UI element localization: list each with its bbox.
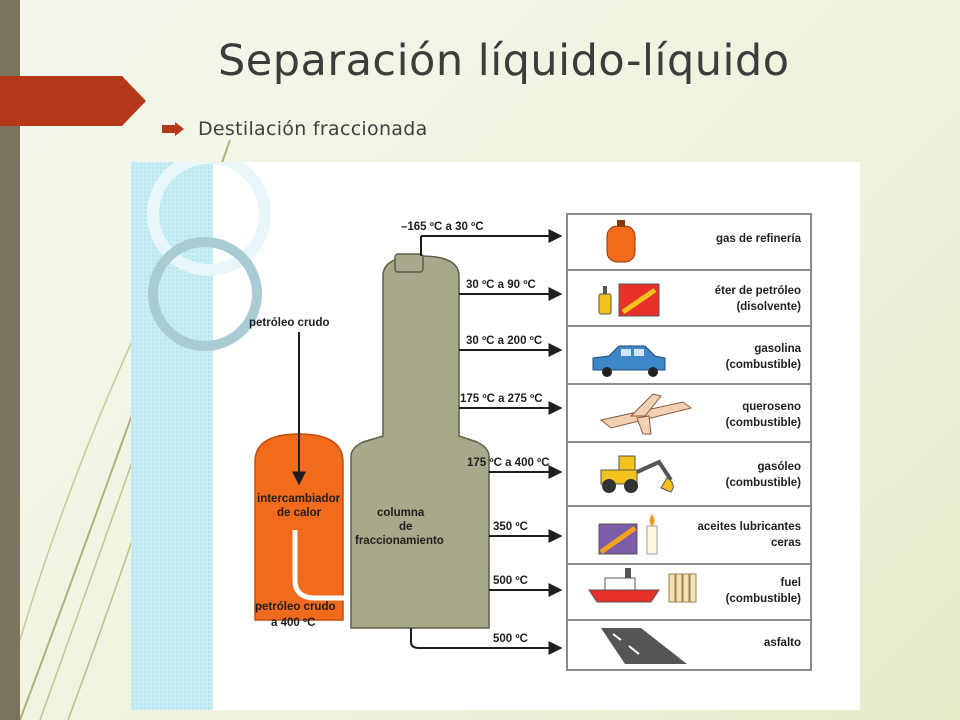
bullet-item: Destilación fraccionada bbox=[162, 118, 428, 140]
hot-flow-arrow bbox=[292, 530, 372, 611]
product-name: asfalto bbox=[764, 637, 801, 649]
accent-arrow-shape bbox=[0, 76, 146, 126]
distillation-diagram: petróleo crudo intercambiador de calor p… bbox=[131, 162, 860, 710]
gas-cylinder-icon bbox=[606, 220, 636, 263]
car-icon bbox=[592, 345, 666, 377]
ship-heater-icon bbox=[588, 568, 697, 603]
column-top-cap bbox=[394, 253, 424, 273]
product-name: éter de petróleo bbox=[715, 285, 801, 297]
product-note: (combustible) bbox=[726, 359, 802, 371]
column-label-line2: de bbox=[399, 521, 412, 533]
product-name: gasóleo bbox=[758, 461, 801, 473]
fraction-arrow-bottom bbox=[410, 628, 563, 655]
product-name: aceites lubricantes bbox=[697, 521, 801, 533]
arrow-bullet-icon bbox=[162, 122, 184, 136]
fractionating-column bbox=[350, 255, 490, 629]
lubricant-candle-icon bbox=[598, 514, 658, 555]
fraction-temp: 175 ºC a 275 ºC bbox=[460, 393, 543, 405]
exchanger-label-line2: de calor bbox=[277, 507, 322, 519]
fraction-temp: 175 ºC a 400 ºC bbox=[467, 457, 550, 469]
fraction-temp: 30 ºC a 200 ºC bbox=[466, 335, 542, 347]
product-name: fuel bbox=[781, 577, 801, 589]
exchanger-label-line1: intercambiador bbox=[257, 493, 341, 505]
decorative-ring bbox=[148, 237, 262, 351]
column-label-line1: columna bbox=[377, 507, 425, 519]
product-name: gas de refinería bbox=[716, 233, 802, 245]
fraction-temp: 30 ºC a 90 ºC bbox=[466, 279, 536, 291]
bullet-text: Destilación fraccionada bbox=[198, 118, 428, 140]
asphalt-road-icon bbox=[601, 628, 687, 664]
hot-crude-label-line2: a 400 ºC bbox=[271, 617, 315, 629]
airplane-icon bbox=[599, 393, 693, 435]
heat-exchanger-tank bbox=[254, 433, 344, 621]
decorative-ring bbox=[147, 162, 271, 276]
products-table bbox=[566, 213, 812, 671]
product-note: ceras bbox=[771, 537, 801, 549]
crude-oil-label: petróleo crudo bbox=[249, 317, 330, 329]
product-note: (combustible) bbox=[726, 417, 802, 429]
product-note: (combustible) bbox=[726, 477, 802, 489]
solvent-can-icon bbox=[598, 283, 660, 317]
product-name: gasolina bbox=[754, 343, 801, 355]
slide-title: Separación líquido-líquido bbox=[218, 36, 790, 86]
product-name: queroseno bbox=[742, 401, 801, 413]
hot-crude-label-line1: petróleo crudo bbox=[255, 601, 336, 613]
fraction-temp: 500 ºC bbox=[493, 633, 528, 645]
fraction-temp: 500 ºC bbox=[493, 575, 528, 587]
left-sidebar-bar bbox=[0, 0, 20, 720]
fraction-temp: –165 ºC a 30 ºC bbox=[401, 221, 484, 233]
product-note: (disolvente) bbox=[736, 301, 801, 313]
product-note: (combustible) bbox=[726, 593, 802, 605]
fraction-temp: 350 ºC bbox=[493, 521, 528, 533]
column-label-line3: fraccionamiento bbox=[355, 535, 444, 547]
excavator-icon bbox=[600, 455, 674, 493]
